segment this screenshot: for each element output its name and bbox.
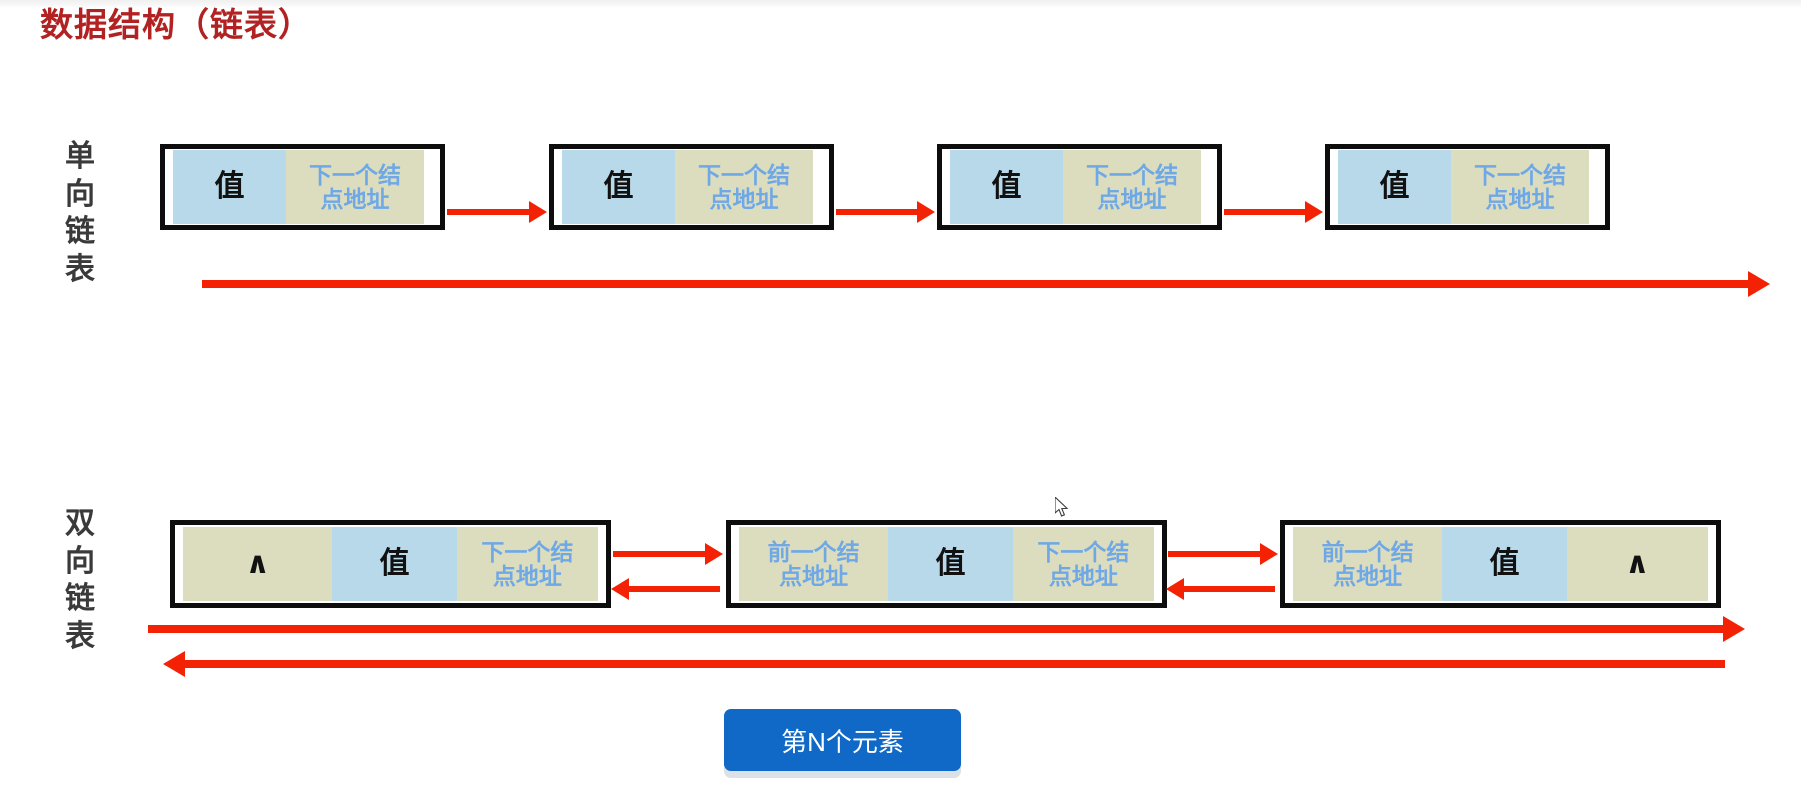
double-connector-1-forward-line [613, 551, 707, 557]
nth-element-button[interactable]: 第N个元素 [724, 709, 961, 771]
double-node-2-next-address: 下一个结 点地址 [1012, 527, 1154, 601]
window-top-strip [0, 0, 1801, 8]
double-node-3-value: 值 [1442, 527, 1567, 601]
double-connector-1-backward-line [626, 586, 720, 592]
single-traversal-arrow-head [1748, 271, 1770, 297]
section-label-double-linked-list: 双 向 链 表 [65, 507, 95, 653]
double-connector-2-backward-line [1181, 586, 1275, 592]
double-connector-2-forward-line [1168, 551, 1262, 557]
single-node-2-value: 值 [562, 150, 675, 224]
double-node-2-value: 值 [888, 527, 1013, 601]
double-traversal-backward-head [163, 651, 185, 677]
single-connector-arrow-1-line [447, 209, 531, 215]
double-node-1-prev-null: ∧ [183, 527, 333, 601]
single-connector-arrow-2-line [836, 209, 919, 215]
double-connector-2-backward-head [1166, 578, 1184, 600]
single-node-1[interactable]: 值 下一个结 点地址 [160, 144, 445, 230]
double-node-1-value: 值 [332, 527, 457, 601]
double-traversal-forward-line [148, 625, 1725, 633]
single-node-4-value: 值 [1338, 150, 1451, 224]
single-node-3-value: 值 [950, 150, 1063, 224]
single-node-1-value: 值 [173, 150, 286, 224]
single-traversal-arrow-line [202, 280, 1750, 288]
single-connector-arrow-3-line [1224, 209, 1307, 215]
double-connector-1-forward-head [705, 543, 723, 565]
single-node-2-next-address: 下一个结 点地址 [675, 150, 813, 224]
single-node-4-next-address: 下一个结 点地址 [1451, 150, 1589, 224]
single-node-4[interactable]: 值 下一个结 点地址 [1325, 144, 1610, 230]
double-node-3-prev-address: 前一个结 点地址 [1293, 527, 1443, 601]
single-node-3-next-address: 下一个结 点地址 [1063, 150, 1201, 224]
mouse-pointer-icon [1055, 497, 1069, 517]
double-connector-1-backward-head [611, 578, 629, 600]
single-node-3[interactable]: 值 下一个结 点地址 [937, 144, 1222, 230]
single-connector-arrow-2-head [917, 201, 935, 223]
double-node-2-prev-address: 前一个结 点地址 [739, 527, 889, 601]
double-traversal-backward-line [183, 660, 1725, 668]
double-node-1-next-address: 下一个结 点地址 [456, 527, 598, 601]
section-label-single-linked-list: 单 向 链 表 [65, 140, 95, 286]
single-node-1-next-address: 下一个结 点地址 [286, 150, 424, 224]
double-node-3-next-null: ∧ [1566, 527, 1708, 601]
double-traversal-forward-head [1723, 616, 1745, 642]
double-node-2[interactable]: 前一个结 点地址 值 下一个结 点地址 [726, 520, 1167, 608]
page-title: 数据结构（链表） [40, 6, 312, 43]
single-node-2[interactable]: 值 下一个结 点地址 [549, 144, 834, 230]
double-connector-2-forward-head [1260, 543, 1278, 565]
single-connector-arrow-3-head [1305, 201, 1323, 223]
double-node-3[interactable]: 前一个结 点地址 值 ∧ [1280, 520, 1721, 608]
double-node-1[interactable]: ∧ 值 下一个结 点地址 [170, 520, 611, 608]
single-connector-arrow-1-head [529, 201, 547, 223]
